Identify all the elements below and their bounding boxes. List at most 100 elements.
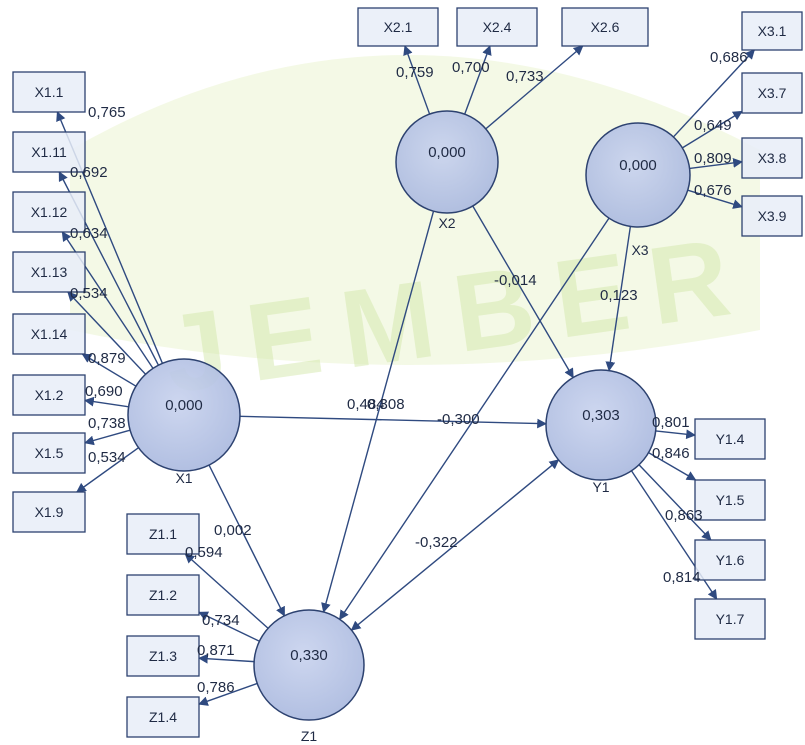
indicator-x2-4: X2.4 — [456, 7, 538, 47]
indicator-x1-12: X1.12 — [12, 191, 86, 233]
path-arrow-x2-z1 — [321, 210, 435, 613]
indicator-box — [456, 7, 538, 47]
r-squared-value: 0,000 — [165, 397, 203, 414]
indicator-y1-4: Y1.4 — [694, 418, 766, 460]
loading-arrow-x2-6 — [485, 45, 584, 130]
loading-arrow-x1-5 — [84, 429, 131, 446]
path-coefficient-x3-y1: 0,123 — [600, 287, 638, 304]
indicator-box — [694, 539, 766, 581]
loading-arrow-x1-14 — [81, 353, 137, 387]
path-arrow-x2-y1 — [472, 205, 574, 379]
loading-value-x2-4: 0,700 — [452, 59, 490, 76]
loading-value-y1-4: 0,801 — [652, 414, 690, 431]
loading-value-x2-6: 0,733 — [506, 68, 544, 85]
latent-name: Z1 — [301, 728, 318, 744]
loading-value-x1-9: 0,534 — [88, 449, 126, 466]
indicator-x1-9: X1.9 — [12, 491, 86, 533]
loading-value-x1-5: 0,738 — [88, 415, 126, 432]
indicator-z1-3: Z1.3 — [126, 635, 200, 677]
indicator-label: X3.7 — [758, 85, 787, 101]
indicator-box — [741, 195, 803, 237]
loading-arrow-z1-1 — [184, 553, 269, 629]
loading-value-x1-12: 0,634 — [70, 225, 108, 242]
indicator-x3-7: X3.7 — [741, 72, 803, 114]
indicator-label: X1.2 — [35, 387, 64, 403]
loading-arrow-x2-4 — [464, 45, 492, 115]
loading-arrow-z1-2 — [198, 611, 260, 642]
indicator-z1-2: Z1.2 — [126, 574, 200, 616]
indicator-label: X1.13 — [31, 264, 68, 280]
indicator-box — [694, 418, 766, 460]
loading-arrow-x1-2 — [84, 396, 129, 408]
loading-value-x1-11: 0,692 — [70, 164, 108, 181]
indicator-x1-1: X1.1 — [12, 71, 86, 113]
indicator-label: X1.9 — [35, 504, 64, 520]
indicator-label: X3.8 — [758, 150, 787, 166]
latent-circle — [253, 609, 365, 721]
indicator-box — [694, 479, 766, 521]
loading-value-x3-7: 0,649 — [694, 117, 732, 134]
loading-arrow-z1-3 — [198, 653, 255, 664]
indicator-box — [12, 491, 86, 533]
path-coefficient-x2-z1: 0,484 — [347, 396, 385, 413]
indicator-z1-4: Z1.4 — [126, 696, 200, 738]
indicator-box — [12, 251, 86, 293]
loading-value-z1-1: 0,594 — [185, 544, 223, 561]
indicator-label: X3.9 — [758, 208, 787, 224]
path-coefficient-z1-y1: -0,322 — [415, 534, 458, 551]
indicator-label: X2.1 — [384, 19, 413, 35]
path-arrow-x1-z1 — [208, 464, 286, 617]
loading-value-y1-5: 0,846 — [652, 445, 690, 462]
path-coefficient-x1-z1: 0,002 — [214, 522, 252, 539]
coefficient-labels: 0,7650,6920,6340,5340,8790,6900,7380,534… — [70, 49, 748, 696]
edges — [56, 45, 755, 706]
indicator-label: Z1.2 — [149, 587, 177, 603]
loading-arrow-z1-4 — [198, 682, 258, 706]
indicator-x1-2: X1.2 — [12, 374, 86, 416]
indicator-x3-8: X3.8 — [741, 137, 803, 179]
path-arrow-z1-y1 — [350, 459, 560, 631]
indicator-x2-6: X2.6 — [561, 7, 649, 47]
loading-arrow-x3-8 — [689, 158, 743, 170]
path-arrow-x1-y1 — [239, 415, 547, 429]
loading-value-x1-1: 0,765 — [88, 104, 126, 121]
loading-value-x3-1: 0,686 — [710, 49, 748, 66]
r-squared-value: 0,303 — [582, 407, 620, 424]
indicator-label: X2.6 — [591, 19, 620, 35]
indicator-x3-1: X3.1 — [741, 11, 803, 51]
r-squared-value: 0,000 — [428, 144, 466, 161]
indicator-x3-9: X3.9 — [741, 195, 803, 237]
indicator-box — [126, 513, 200, 555]
loading-value-x1-14: 0,879 — [88, 350, 126, 367]
loading-arrow-y1-4 — [655, 429, 696, 440]
indicator-box — [12, 131, 86, 173]
loading-value-z1-3: 0,871 — [197, 642, 235, 659]
loading-arrow-y1-5 — [648, 452, 697, 481]
indicator-y1-6: Y1.6 — [694, 539, 766, 581]
indicator-label: Y1.7 — [716, 611, 745, 627]
indicator-label: Y1.4 — [716, 431, 745, 447]
indicator-label: X1.5 — [35, 445, 64, 461]
indicator-label: Y1.5 — [716, 492, 745, 508]
indicator-box — [561, 7, 649, 47]
indicator-label: Z1.1 — [149, 526, 177, 542]
indicator-box — [741, 72, 803, 114]
indicators: X1.1X1.11X1.12X1.13X1.14X1.2X1.5X1.9X2.1… — [12, 7, 803, 738]
indicator-y1-7: Y1.7 — [694, 598, 766, 640]
path-coefficient-x3-z1: -0,300 — [437, 411, 480, 428]
indicator-box — [12, 191, 86, 233]
latent-circle — [395, 110, 499, 214]
loading-value-x3-8: 0,809 — [694, 150, 732, 167]
indicator-box — [12, 432, 86, 474]
indicator-y1-5: Y1.5 — [694, 479, 766, 521]
latent-circle — [127, 358, 241, 472]
indicator-box — [741, 137, 803, 179]
loading-arrow-x1-13 — [67, 291, 147, 375]
r-squared-value: 0,330 — [290, 647, 328, 664]
